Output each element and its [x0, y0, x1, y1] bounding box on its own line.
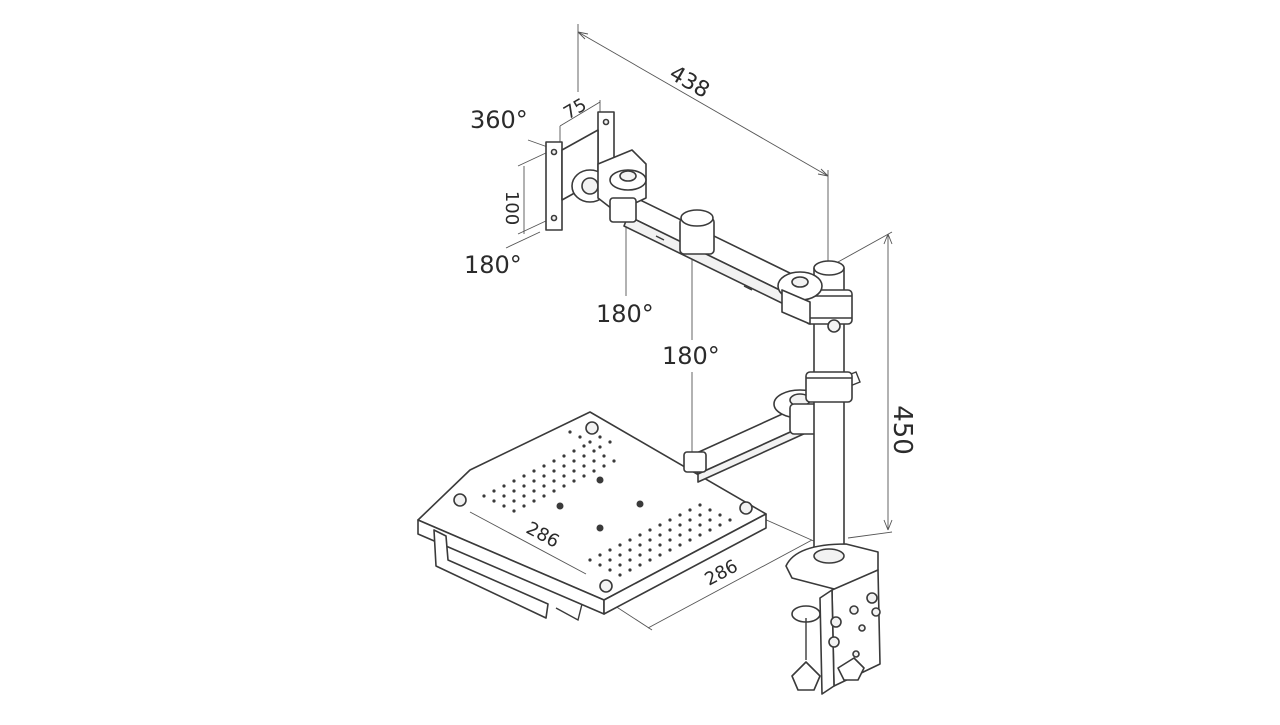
dimension-450-label: 450: [887, 405, 917, 455]
swivel-label-2: 180°: [662, 342, 720, 370]
dimension-75-label: 75: [560, 94, 590, 124]
dimension-100: 100: [501, 151, 549, 235]
tilt-label: 180°: [464, 251, 522, 279]
upper-arm: [623, 195, 823, 325]
pole: [805, 260, 853, 569]
lower-arm: [683, 371, 861, 483]
dimension-438-label: 438: [665, 61, 714, 104]
rotation-label: 360°: [470, 106, 528, 134]
swivel-label-1: 180°: [596, 300, 654, 328]
vesa-head: [545, 111, 647, 231]
dimension-286-width-label: 286: [701, 556, 741, 591]
desk-clamp: [785, 543, 881, 695]
laptop-tray: 286: [417, 411, 767, 622]
dimension-450: 450: [837, 231, 917, 539]
tray-vent-holes-front: [588, 503, 732, 577]
dimension-100-label: 100: [501, 191, 522, 225]
tray-vent-holes-rear: [482, 430, 616, 513]
